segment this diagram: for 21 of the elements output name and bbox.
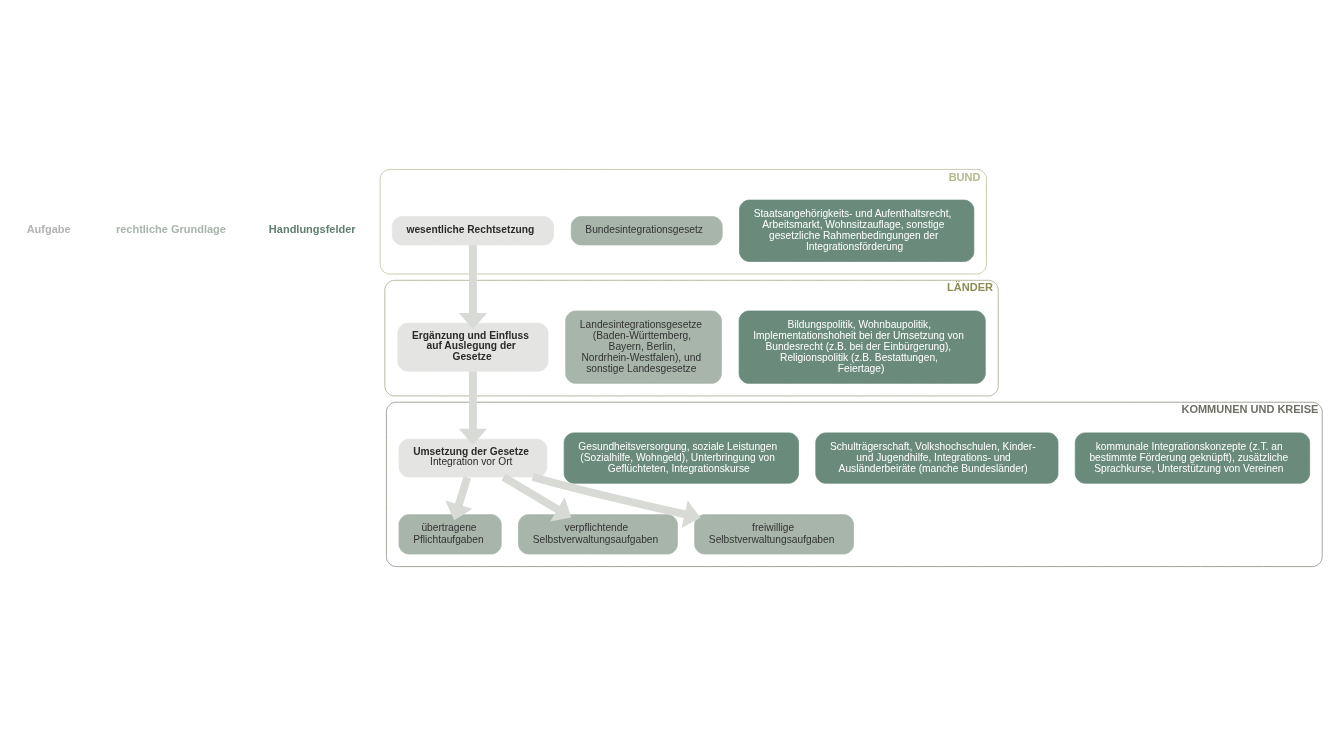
label: Aufgabe — [26, 222, 71, 235]
node-box: Bundesintegrationsgesetz — [570, 216, 723, 246]
arrow — [445, 476, 473, 521]
node-box: Staatsangehörigkeits- und Aufenthaltsrecht, Arbeitsmarkt, Wohnsitzauflage, sonstige gesetzliche Rahmenbedingungen der Integrationsförderung — [739, 199, 975, 262]
node-box: Ergänzung und Einfluss auf Auslegung der Gesetze — [397, 322, 549, 372]
label: rechtliche Grundlage — [115, 222, 226, 235]
node-box: kommunale Integrationskonzepte (z.T. an bestimmte Förderung geknüpft), zusätzliche Sprachkurse, Unterstützung von Vereinen — [1074, 432, 1311, 484]
node-box: Schulträgerschaft, Volkshochschulen, Kinder- und Jugendhilfe, Integrations- und Ausländerbeiräte (manche Bundesländer) — [815, 432, 1059, 484]
node-box: verpflichtende Selbstverwaltungsaufgaben — [518, 514, 678, 555]
node-box: wesentliche Rechtsetzung — [391, 216, 554, 246]
label: Handlungsfelder — [268, 222, 356, 235]
arrow — [501, 473, 572, 522]
arrow — [458, 371, 488, 445]
node-box: Gesundheitsversorgung, soziale Leistungen (Sozialhilfe, Wohngeld), Unterbringung von Geflüchteten, Integrationskurse — [563, 432, 799, 484]
node-box: übertragene Pflichtaufgaben — [398, 514, 502, 555]
arrow — [458, 244, 488, 330]
node-box: freiwillige Selbstverwaltungsaufgaben — [694, 514, 854, 555]
node-box: Landesintegrationsgesetze (Baden-Württemberg, Bayern, Berlin, Nordrhein-Westfalen), und sonstige Landesgesetze — [565, 310, 722, 384]
node-box: Bildungspolitik, Wohnbaupolitik, Implementationshoheit bei der Umsetzung von Bundesrecht (z.B. bei der Einbürgerung), Religionspolitik (z.B. Bestattungen, Feiertage) — [738, 310, 986, 384]
node-box: Umsetzung der Gesetze Integration vor Ort — [398, 438, 548, 478]
arrow — [531, 473, 701, 529]
